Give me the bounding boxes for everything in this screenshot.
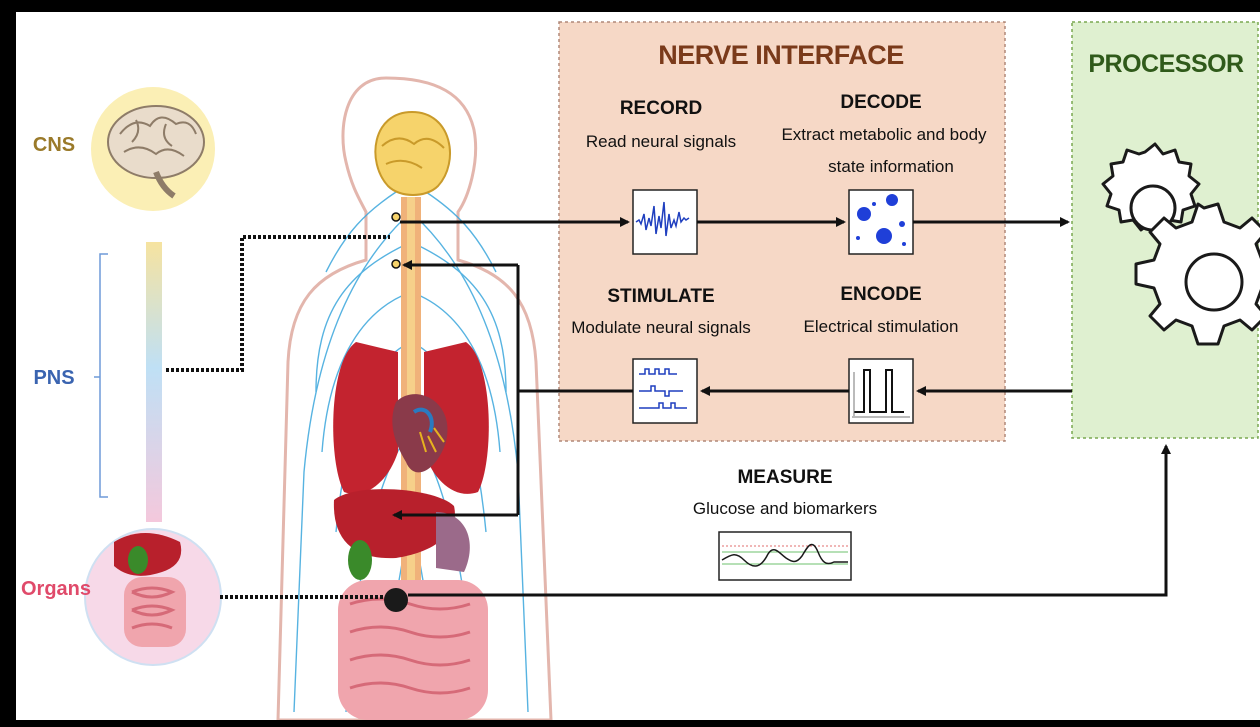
organs-label: Organs	[16, 578, 96, 601]
glucose-chart-icon	[719, 532, 851, 580]
processor-title: PROCESSOR	[1078, 50, 1254, 79]
organs-icon	[114, 533, 186, 647]
pns-bracket	[100, 254, 108, 497]
hierarchy-stem	[146, 242, 162, 522]
pns-label: PNS	[24, 367, 84, 390]
record-node	[392, 213, 400, 221]
measure-title: MEASURE	[710, 467, 860, 489]
decode-desc-line2: state information	[786, 157, 996, 177]
nerve-interface-title: NERVE INTERFACE	[616, 40, 946, 71]
stimulate-waveform-icon	[633, 359, 697, 423]
cns-label: CNS	[24, 134, 84, 157]
neural-signal-icon	[633, 190, 697, 254]
stimulate-title: STIMULATE	[586, 286, 736, 308]
encode-desc: Electrical stimulation	[781, 317, 981, 337]
decode-desc-line1: Extract metabolic and body	[768, 125, 1000, 145]
decode-title: DECODE	[806, 92, 956, 114]
record-desc: Read neural signals	[571, 132, 751, 152]
stimulate-node	[392, 260, 400, 268]
measure-desc: Glucose and biomarkers	[678, 499, 892, 519]
encode-title: ENCODE	[806, 284, 956, 306]
decode-scatter-icon	[849, 190, 913, 254]
stimulate-desc: Modulate neural signals	[563, 318, 759, 338]
encode-pulse-icon	[849, 359, 913, 423]
diagram-canvas: CNS PNS Organs NERVE INTERFACE PROCESSOR…	[16, 12, 1260, 720]
human-body-illustration	[278, 78, 551, 720]
nerve-interface-box	[559, 22, 1005, 441]
sensor-node	[384, 588, 408, 612]
record-title: RECORD	[586, 98, 736, 120]
